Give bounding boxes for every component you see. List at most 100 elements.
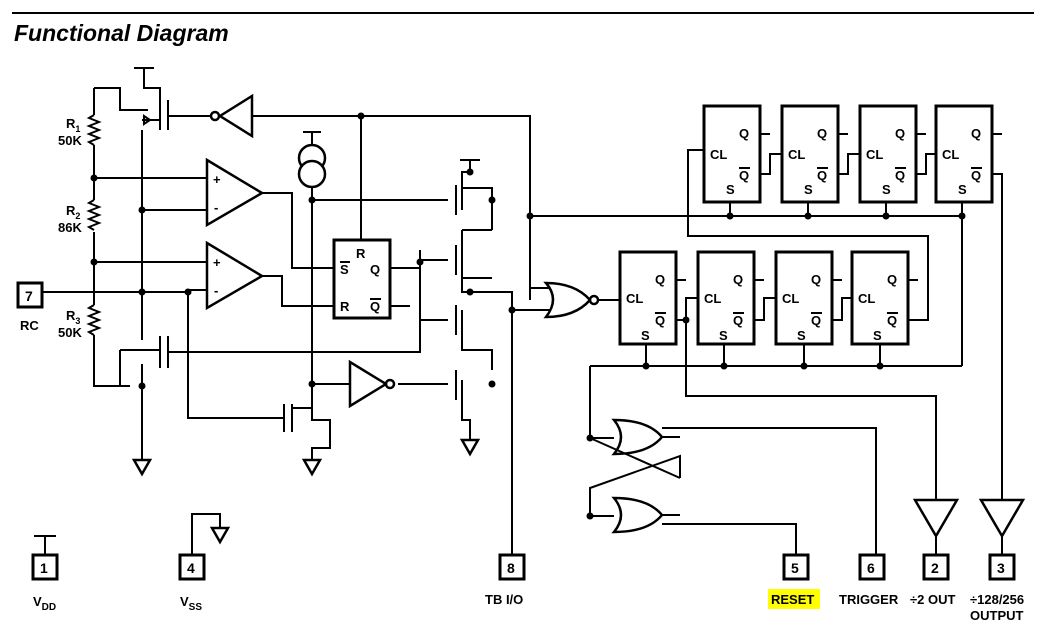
r3-label: R3 (66, 308, 80, 326)
pin-1[interactable]: 1 VDD (31, 535, 59, 613)
svg-text:CL: CL (942, 147, 959, 162)
output-buffer-3 (978, 498, 1026, 555)
ground-symbol-left (131, 458, 153, 477)
svg-text:÷128/256: ÷128/256 (970, 592, 1024, 607)
r1-label: R1 (66, 116, 80, 134)
svg-text:2: 2 (931, 560, 939, 576)
svg-text:Q: Q (887, 272, 897, 287)
r1-value: 50K (58, 133, 82, 148)
r3-value: 50K (58, 325, 82, 340)
svg-text:VSS: VSS (180, 594, 202, 613)
svg-text:Q: Q (817, 126, 827, 141)
svg-text:TB I/O: TB I/O (485, 592, 523, 607)
svg-text:6: 6 (867, 560, 875, 576)
flipflop-u3: CL Q Q S (858, 104, 918, 204)
svg-text:5: 5 (791, 560, 799, 576)
svg-text:CL: CL (866, 147, 883, 162)
pin-7[interactable]: 7 RC (16, 281, 284, 419)
svg-text:Q: Q (971, 126, 981, 141)
svg-text:CL: CL (626, 291, 643, 306)
reset-latch (586, 320, 937, 555)
svg-text:R: R (340, 299, 350, 314)
svg-text:Q: Q (817, 168, 827, 183)
svg-text:RESET: RESET (771, 592, 814, 607)
svg-text:Q: Q (655, 272, 665, 287)
svg-text:S: S (882, 182, 891, 197)
r2-label: R2 (66, 203, 80, 221)
svg-text:+: + (213, 172, 221, 187)
svg-text:CL: CL (858, 291, 875, 306)
svg-text:VDD: VDD (33, 594, 56, 613)
top-pmos-switch (134, 67, 213, 130)
flipflop-row-lower: CL Q Q S CL Q Q S CL Q Q S CL Q Q S (590, 149, 962, 367)
output-buffer-2 (912, 498, 960, 555)
svg-text:4: 4 (187, 560, 195, 576)
svg-text:CL: CL (704, 291, 721, 306)
svg-text:Q: Q (655, 313, 665, 328)
pin-8[interactable]: 8 TB I/O (485, 310, 526, 607)
transistor-stack (312, 159, 513, 457)
svg-text:Q: Q (739, 168, 749, 183)
svg-text:Q: Q (895, 126, 905, 141)
diagram-title: Functional Diagram (14, 20, 229, 46)
pin-4[interactable]: 4 VSS (178, 513, 231, 613)
flipflop-l2: CL Q Q S (696, 250, 756, 346)
svg-text:R: R (356, 246, 366, 261)
current-source (297, 131, 327, 420)
flipflop-l4: CL Q Q S (850, 250, 910, 346)
sr-latch: R S Q R Q (332, 116, 421, 320)
nor-gate (512, 281, 620, 319)
svg-text:Q: Q (887, 313, 897, 328)
svg-text:7: 7 (25, 288, 33, 304)
svg-text:1: 1 (40, 560, 48, 576)
svg-text:S: S (726, 182, 735, 197)
svg-text:RC: RC (20, 318, 39, 333)
svg-text:Q: Q (971, 168, 981, 183)
pin-3[interactable]: 3 ÷128/256 OUTPUT (970, 553, 1024, 623)
svg-text:Q: Q (739, 126, 749, 141)
svg-text:-: - (214, 200, 218, 215)
flipflop-u1: CL Q Q S (702, 104, 762, 204)
bottom-nmos (283, 404, 331, 477)
left-pmos (119, 262, 421, 386)
r2-value: 86K (58, 220, 82, 235)
svg-text:+: + (213, 255, 221, 270)
flipflop-junctions (642, 212, 966, 370)
pin-5[interactable]: 5 RESET (768, 553, 820, 609)
svg-text:Q: Q (895, 168, 905, 183)
top-rule (12, 12, 1034, 14)
pin-2[interactable]: 2 ÷2 OUT (910, 553, 955, 607)
svg-text:3: 3 (997, 560, 1005, 576)
svg-text:S: S (958, 182, 967, 197)
svg-text:Q: Q (811, 313, 821, 328)
comparator-lower: + - (94, 240, 334, 311)
pin-6[interactable]: 6 TRIGGER (839, 553, 899, 607)
svg-text:Q: Q (733, 272, 743, 287)
svg-text:CL: CL (782, 291, 799, 306)
resistor-ladder (86, 87, 148, 387)
svg-text:÷2 OUT: ÷2 OUT (910, 592, 955, 607)
junction-dots (90, 112, 534, 390)
svg-text:-: - (214, 283, 218, 298)
flipflop-l1: CL Q Q S (618, 250, 678, 346)
flipflop-u2: CL Q Q S (780, 104, 840, 204)
flipflop-u4: CL Q Q S (934, 104, 994, 204)
svg-text:Q: Q (370, 262, 380, 277)
svg-text:S: S (804, 182, 813, 197)
svg-text:Q: Q (733, 313, 743, 328)
svg-text:S: S (873, 328, 882, 343)
middle-inverter (312, 359, 396, 409)
flipflop-row-upper: CL Q Q S CL Q Q S CL Q Q S CL Q Q S (530, 104, 1003, 500)
svg-text:S: S (641, 328, 650, 343)
reset-highlight (768, 589, 820, 609)
svg-text:8: 8 (507, 560, 515, 576)
svg-text:TRIGGER: TRIGGER (839, 592, 899, 607)
svg-text:S: S (797, 328, 806, 343)
top-inverter (209, 93, 531, 300)
svg-text:S: S (719, 328, 728, 343)
flipflop-l3: CL Q Q S (774, 250, 834, 346)
svg-text:S: S (340, 262, 349, 277)
svg-text:Q: Q (370, 299, 380, 314)
svg-text:CL: CL (788, 147, 805, 162)
